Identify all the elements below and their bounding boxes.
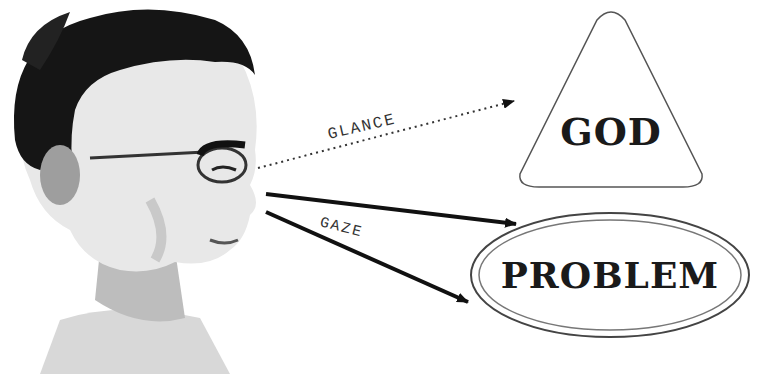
hair [14, 9, 255, 170]
node-title: PROBLEM [501, 254, 719, 296]
ellipse-outline [471, 213, 749, 337]
eyebrow [200, 144, 245, 155]
ear [40, 145, 80, 205]
arrow-label: GLANCE [326, 111, 398, 144]
node-outline [518, 4, 704, 188]
ellipse-inner-outline [479, 220, 741, 330]
gaze-arrow [266, 212, 468, 302]
glasses-arm [90, 152, 205, 158]
cheek-shade [150, 200, 161, 260]
node-title: GOD [560, 109, 662, 154]
mouth [210, 240, 238, 243]
gaze-arrow [266, 194, 516, 224]
person-portrait [14, 9, 257, 374]
ellipse-node: PROBLEM [470, 212, 750, 338]
shirt [40, 309, 230, 374]
hair-tuft [22, 12, 70, 70]
glance-arrow [258, 101, 514, 168]
triangle-outline [520, 12, 702, 187]
glasses-lens [198, 148, 246, 182]
triangle-node: GOD [518, 4, 704, 188]
eye [212, 167, 236, 170]
